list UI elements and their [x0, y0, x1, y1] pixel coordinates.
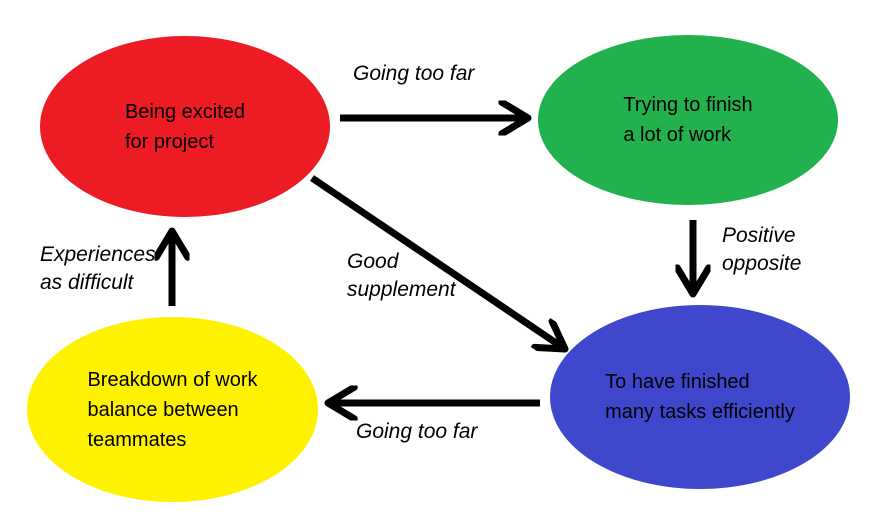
node-trying-to-finish-label: Trying to finish a lot of work	[623, 94, 753, 146]
node-being-excited-label: Being excited for project	[124, 100, 246, 153]
edge-label-good-supplement: Good supplement	[347, 250, 456, 301]
edge-label-positive-opposite: Positive opposite	[722, 224, 802, 275]
node-finished-tasks: To have finished many tasks efficiently	[550, 305, 850, 489]
edge-label-going-too-far-top: Going too far	[353, 62, 475, 85]
node-finished-tasks-label: To have finished many tasks efficiently	[605, 371, 795, 423]
edge-label-experiences-as-difficult: Experiences as difficult	[40, 243, 156, 294]
node-breakdown-of-work: Breakdown of work balance between teamma…	[27, 317, 318, 502]
node-breakdown-of-work-label: Breakdown of work balance between teamma…	[87, 368, 258, 451]
arrow-excited-to-finished	[310, 175, 565, 349]
node-trying-to-finish: Trying to finish a lot of work	[538, 35, 838, 205]
node-being-excited: Being excited for project	[40, 36, 330, 217]
edge-label-going-too-far-bottom: Going too far	[356, 420, 478, 443]
